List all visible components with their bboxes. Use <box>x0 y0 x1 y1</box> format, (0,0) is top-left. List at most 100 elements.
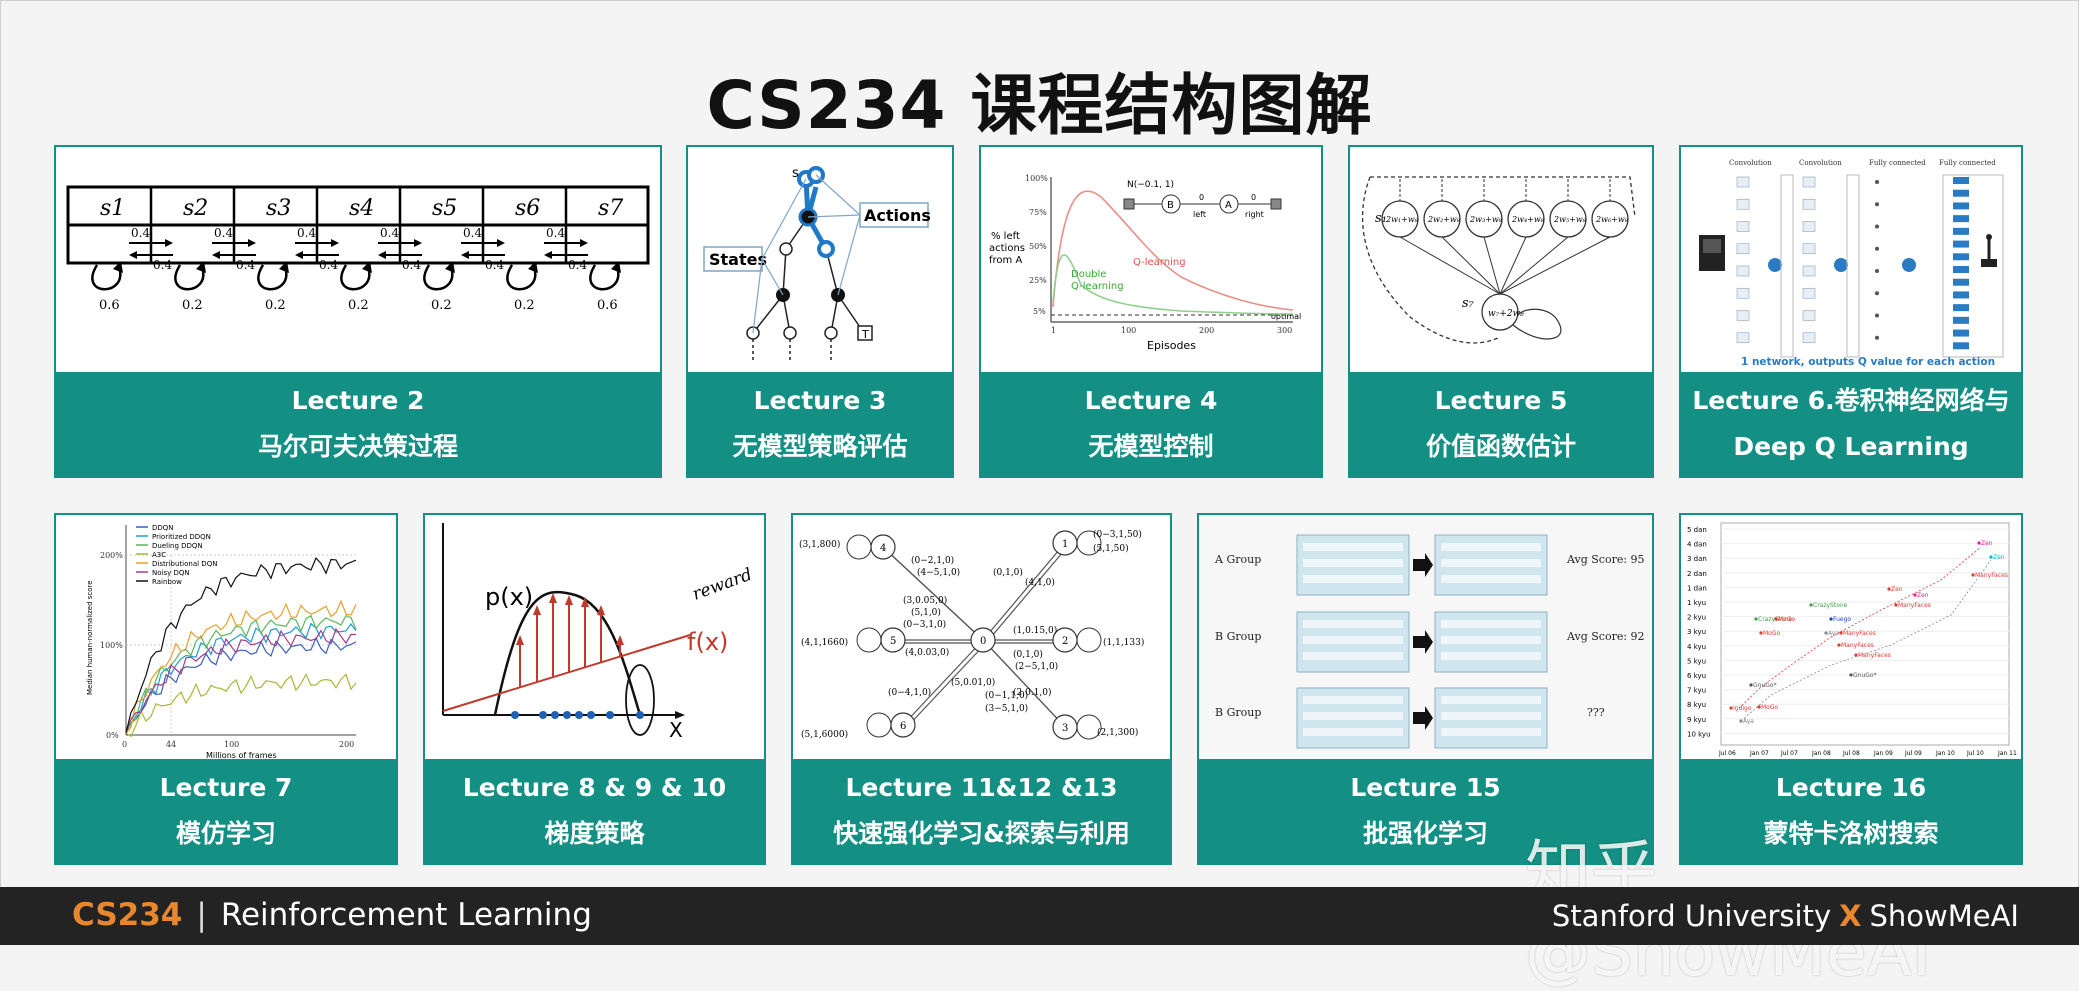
program-label: Zen <box>1981 540 1993 547</box>
dqn-caption: 1 network, outputs Q value for each acti… <box>1741 356 1995 368</box>
y-tick: 8 kyu <box>1687 701 1706 709</box>
card-lecture-4[interactable]: 100% 75% 50% 25% 5% 1 100 200 300 % left… <box>979 145 1323 478</box>
lecture-topic: 快速强化学习&探索与利用 <box>833 819 1130 848</box>
card-lecture-7[interactable]: 200% 100% 0% 0 44 100 200 Millions of fr… <box>54 513 398 865</box>
card-caption: Lecture 5 价值函数估计 <box>1350 372 1652 476</box>
program-label: GnuGo* <box>1753 682 1777 689</box>
y-axis-label: Median human-normalized score <box>86 580 94 695</box>
x-tick: 100 <box>1121 326 1136 335</box>
footer-org: ShowMeAI <box>1869 899 2019 933</box>
card-caption: Lecture 7 模仿学习 <box>56 759 396 863</box>
y-tick: 75% <box>1029 208 1047 217</box>
footer-left: CS234|Reinforcement Learning <box>72 897 592 933</box>
y-tick: 4 dan <box>1687 541 1707 549</box>
series-line <box>125 627 357 734</box>
edge-label: (4−5,1,0) <box>917 567 960 578</box>
card-caption: Lecture 11&12 &13 快速强化学习&探索与利用 <box>793 759 1170 863</box>
pg-svg: X p(x) f(x) reward <box>442 523 755 742</box>
series-line <box>125 673 357 738</box>
x-tick: Jan 11 <box>1997 750 2017 757</box>
tree-diagram: T s States Actions <box>688 147 952 374</box>
y-tick: 4 kyu <box>1687 643 1706 651</box>
state-label: s4 <box>349 196 374 221</box>
arrow-right-icon <box>1413 630 1433 654</box>
s1-label: s₁ <box>1375 211 1387 226</box>
card-lecture-6[interactable]: Convolution Convolution Fully connected … <box>1679 145 2023 478</box>
lecture-number: Lecture 2 <box>291 386 425 415</box>
activation-icon <box>1902 258 1916 272</box>
y-tick: 25% <box>1029 276 1047 285</box>
legend-entry: Rainbow <box>152 578 182 586</box>
q-learning-plot: 100% 75% 50% 25% 5% 1 100 200 300 % left… <box>981 147 1321 374</box>
layer-label: Fully connected <box>1869 159 1926 167</box>
legend-entry: Noisy DQN <box>152 569 190 577</box>
footer-x: X <box>1839 899 1862 933</box>
state-label: s2 <box>183 196 208 221</box>
x-axis-label: Millions of frames <box>206 751 277 760</box>
self-loop <box>423 264 454 291</box>
reward-label: reward <box>690 565 755 605</box>
pg-diagram: X p(x) f(x) reward <box>425 515 764 761</box>
svg-text:w₇+2w₈: w₇+2w₈ <box>1488 309 1524 319</box>
legend-entry: A3C <box>152 551 166 559</box>
program-label: Aya <box>1743 718 1754 725</box>
card-lecture-3[interactable]: T s States Actions Lecture 3 无模型策略评估 <box>686 145 954 478</box>
self-loop <box>91 264 122 291</box>
root-label: s <box>792 166 799 181</box>
mdp-arrows: 0.40.40.40.40.40.40.40.40.40.40.40.4 <box>129 226 588 272</box>
lecture-number: Lecture 8 & 9 & 10 <box>462 773 727 802</box>
lecture-topic: Deep Q Learning <box>1733 432 1969 461</box>
card-caption: Lecture 6.卷积神经网络与 Deep Q Learning <box>1681 372 2021 476</box>
program-label: ManyFaces <box>1843 630 1876 637</box>
prob-label: 0.4 <box>153 258 172 272</box>
lecture-topic: 价值函数估计 <box>1425 432 1576 461</box>
program-label: Zen <box>1917 592 1929 599</box>
card-lecture-15[interactable]: A Group B Group B Group Avg Score: 95 Av… <box>1197 513 1654 865</box>
x-label: X <box>669 718 683 742</box>
y-tick: 2 kyu <box>1687 614 1706 622</box>
dqn-svg: Convolution Convolution Fully connected … <box>1699 159 2004 368</box>
loop-prob: 0.6 <box>597 298 618 313</box>
loop-prob: 0.2 <box>265 298 286 313</box>
lecture-number: Lecture 15 <box>1350 773 1501 802</box>
self-loop <box>174 264 205 291</box>
svg-text:6: 6 <box>900 721 906 732</box>
x-tick: Jul 10 <box>1966 750 1984 757</box>
x-tick: Jul 06 <box>1718 750 1736 757</box>
card-lecture-8-9-10[interactable]: X p(x) f(x) reward Lecture 8 & 9 & 10 梯度… <box>423 513 766 865</box>
prob-label: 0.4 <box>546 226 565 240</box>
lecture-number: Lecture 4 <box>1084 386 1218 415</box>
program-label: ManyFaces <box>1898 602 1931 609</box>
x-tick: 0 <box>122 740 127 749</box>
prob-label: 0.4 <box>568 258 587 272</box>
lecture-topic: 批强化学习 <box>1362 819 1488 848</box>
series-line <box>125 614 357 734</box>
svg-text:2w₄+w₈: 2w₄+w₈ <box>1511 215 1545 224</box>
lecture-topic: 蒙特卡洛树搜索 <box>1763 819 1939 848</box>
score-label: Avg Score: 92 <box>1566 630 1645 643</box>
activation-icon <box>1834 258 1848 272</box>
states-label: States <box>709 250 767 269</box>
series-line <box>125 599 357 734</box>
y-tick: 100% <box>100 641 123 650</box>
svg-text:2w₆+w₈: 2w₆+w₈ <box>1595 215 1629 224</box>
svg-text:1: 1 <box>1062 539 1068 550</box>
edge-label: left <box>1193 210 1206 219</box>
x-tick: Jul 09 <box>1904 750 1922 757</box>
state-label: s7 <box>598 196 623 221</box>
lecture-number: Lecture 16 <box>1775 773 1927 802</box>
y-tick: 3 kyu <box>1687 628 1706 636</box>
prob-label: 0.4 <box>463 226 482 240</box>
footer-separator: | <box>196 897 207 933</box>
prob-label: 0.4 <box>402 258 421 272</box>
edge-label: (1,0.15,0) <box>1013 625 1057 636</box>
edge-label: (0,1,0) <box>1013 649 1043 660</box>
legend-entry: Distributional DQN <box>152 560 217 568</box>
